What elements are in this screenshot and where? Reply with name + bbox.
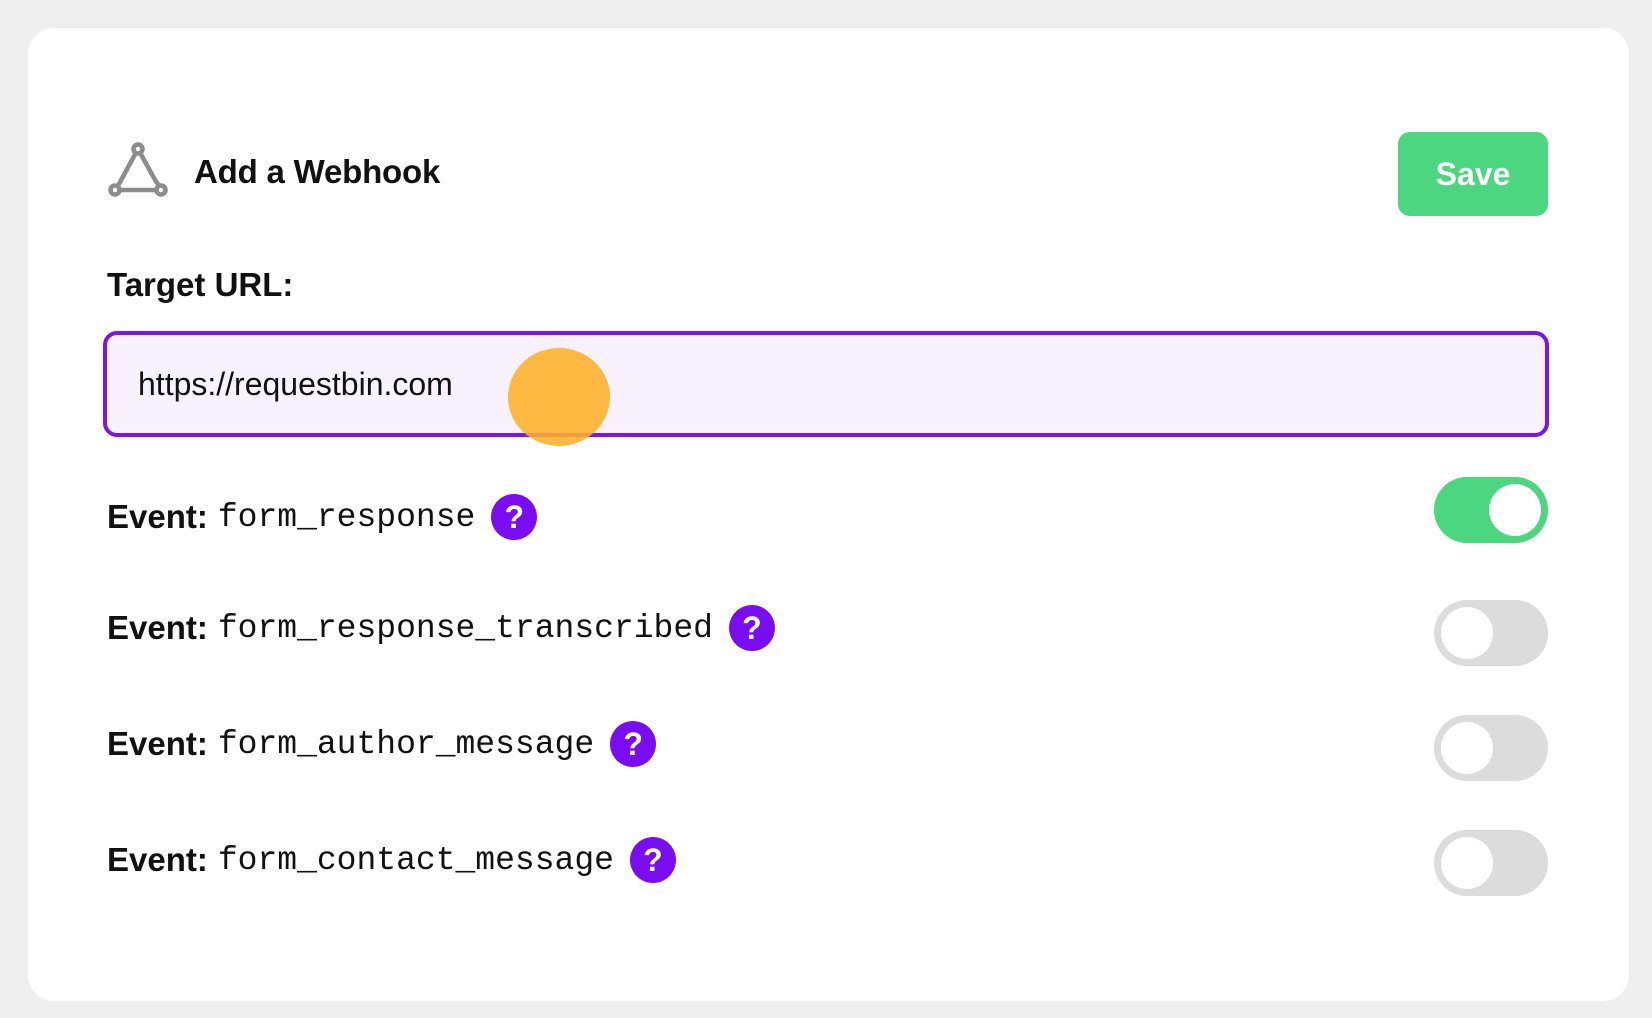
event-prefix-label: Event: [107,841,208,878]
toggle-knob [1489,484,1541,536]
event-prefix-label: Event: [107,498,208,535]
toggle-knob [1441,607,1493,659]
event-row-form-response-transcribed: Event: form_response_transcribed ? [107,596,775,660]
target-url-label: Target URL: [107,266,294,303]
toggle-knob [1441,837,1493,889]
event-prefix-label: Event: [107,609,208,646]
event-row-form-response: Event: form_response ? [107,485,538,549]
question-mark-icon[interactable]: ? [610,721,657,767]
toggle-knob [1441,722,1493,774]
question-mark-icon[interactable]: ? [728,605,775,651]
toggle-form-author-message[interactable] [1434,715,1548,781]
page-title: Add a Webhook [194,153,441,190]
event-name: form_contact_message [217,841,614,879]
event-name: form_author_message [217,725,595,763]
toggle-form-response-transcribed[interactable] [1434,600,1548,666]
target-url-input[interactable] [138,365,1545,403]
webhook-icon [108,142,168,197]
toggle-form-response[interactable] [1434,477,1548,543]
toggle-form-contact-message[interactable] [1434,830,1548,896]
event-name: form_response [217,498,476,536]
event-prefix-label: Event: [107,725,208,762]
event-name: form_response_transcribed [217,609,713,647]
save-button[interactable]: Save [1398,132,1548,216]
webhook-card [28,28,1629,1001]
event-row-form-author-message: Event: form_author_message ? [107,712,657,776]
question-mark-icon[interactable]: ? [491,494,538,540]
card-header: Add a Webhook [106,140,440,204]
event-row-form-contact-message: Event: form_contact_message ? [107,828,676,892]
target-url-field[interactable] [103,331,1549,437]
question-mark-icon[interactable]: ? [629,837,676,883]
